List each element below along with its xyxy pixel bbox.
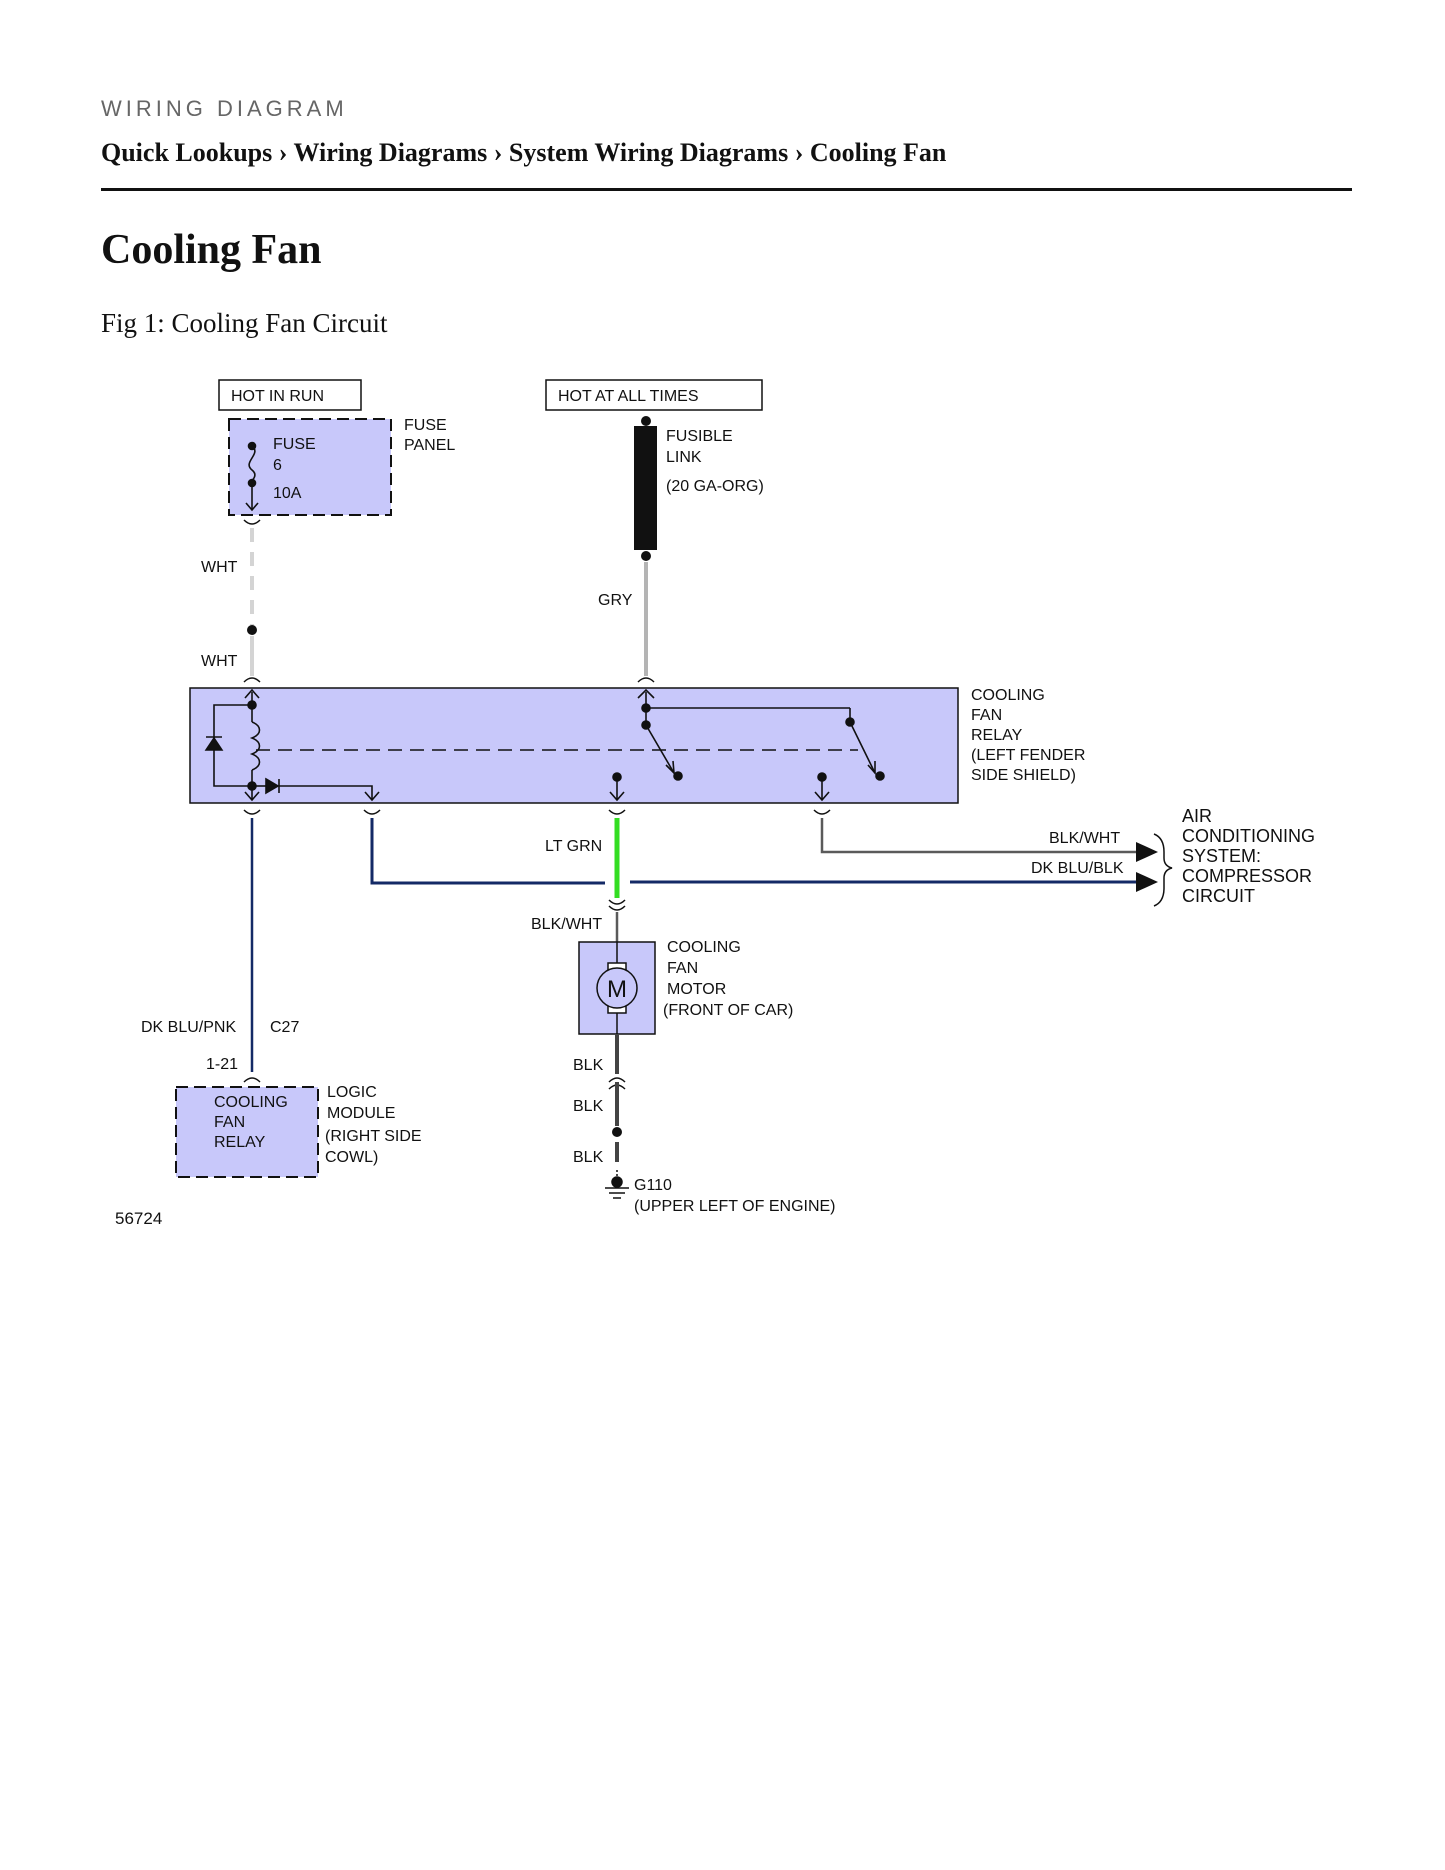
logic-module-label-line1: LOGIC (327, 1084, 377, 1101)
relay-label-line5: SIDE SHIELD) (971, 767, 1076, 784)
wire-label-dk-blu-pnk: DK BLU/PNK (141, 1019, 236, 1036)
connector-relay-out-3 (608, 809, 626, 815)
connector-relay-out-2 (363, 809, 381, 815)
connector-logic-module (243, 1077, 261, 1083)
breadcrumb: Quick Lookups › Wiring Diagrams › System… (101, 138, 946, 168)
fusible-link-label-line2: LINK (666, 449, 702, 466)
ac-label-line4: COMPRESSOR (1182, 866, 1312, 886)
arrow-blk-wht (1136, 842, 1158, 862)
hot-in-run-box (218, 379, 362, 411)
page-kicker: WIRING DIAGRAM (101, 96, 348, 121)
cooling-fan-relay-box (189, 687, 959, 804)
connector-relay-out-1 (243, 809, 261, 815)
splice-node-wht (247, 625, 257, 635)
ac-system-brace (1153, 833, 1173, 907)
logic-module-box-line1: COOLING (214, 1094, 288, 1111)
figure-caption: Fig 1: Cooling Fan Circuit (101, 308, 388, 338)
fuse-label-line2: 6 (273, 457, 282, 474)
motor-label-line3: MOTOR (667, 981, 726, 998)
relay-label-line3: RELAY (971, 727, 1023, 744)
wire-blk-wht-ac (820, 818, 1136, 854)
wire-dk-blu-blk-left (370, 818, 605, 885)
wire-label-lt-grn: LT GRN (545, 838, 602, 855)
fusible-link-top-node (641, 416, 651, 426)
breadcrumb-separator: › (493, 138, 503, 167)
wire-label-blk-1: BLK (573, 1057, 604, 1074)
suppression-diode-icon (204, 736, 224, 751)
arrow-dk-blu-blk (1136, 872, 1158, 892)
breadcrumb-separator: › (794, 138, 804, 167)
fuse-panel-box (228, 418, 392, 516)
motor-label-line4: (FRONT OF CAR) (663, 1002, 793, 1019)
connector-motor-in-a (608, 899, 626, 905)
relay-label-line4: (LEFT FENDER (971, 747, 1085, 764)
fuse-panel-label-line2: PANEL (404, 437, 455, 454)
ground-icon (605, 1170, 629, 1199)
logic-module-label-line3: (RIGHT SIDE (325, 1128, 422, 1145)
page-title: Cooling Fan (101, 227, 322, 273)
fuse-panel-label-line1: FUSE (404, 417, 447, 434)
splice-node-blk (612, 1127, 622, 1137)
fusible-link-bottom-node (641, 551, 651, 561)
fusible-link-icon (634, 426, 657, 550)
breadcrumb-cooling-fan[interactable]: Cooling Fan (809, 138, 947, 167)
motor-symbol: M (607, 976, 627, 1003)
connector-ground-a (608, 1077, 626, 1083)
ac-label-line3: SYSTEM: (1182, 846, 1261, 866)
connector-motor-in-b (608, 905, 626, 911)
logic-module-label-line4: COWL) (325, 1149, 378, 1166)
wire-label-blk-3: BLK (573, 1149, 604, 1166)
logic-module-label-line2: MODULE (327, 1105, 395, 1122)
ac-label-line5: CIRCUIT (1182, 886, 1255, 906)
breadcrumb-separator: › (278, 138, 288, 167)
wire-label-gry: GRY (598, 592, 633, 609)
fuse-label-line1: FUSE (273, 436, 316, 453)
logic-module-box (175, 1086, 319, 1178)
connector-relay-in-left (243, 677, 261, 683)
hot-at-all-times-box (545, 379, 763, 411)
ground-location-label: (UPPER LEFT OF ENGINE) (634, 1198, 836, 1215)
connector-pin-label: 1-21 (206, 1056, 238, 1073)
breadcrumb-wiring-diagrams[interactable]: Wiring Diagrams (293, 138, 488, 167)
wire-label-blk-wht-motor: BLK/WHT (531, 916, 602, 933)
wire-label-wht-1: WHT (201, 559, 238, 576)
wire-label-dk-blu-blk: DK BLU/BLK (1031, 860, 1124, 877)
connector-label-c27: C27 (270, 1019, 299, 1036)
hot-at-all-times-label: HOT AT ALL TIMES (558, 388, 699, 405)
motor-label-line2: FAN (667, 960, 698, 977)
fusible-link-label-line1: FUSIBLE (666, 428, 733, 445)
breadcrumb-quick-lookups[interactable]: Quick Lookups (101, 138, 273, 167)
relay-label-line2: FAN (971, 707, 1002, 724)
fuse-label-line3: 10A (273, 485, 302, 502)
figure-number: 56724 (115, 1209, 162, 1228)
wire-label-wht-2: WHT (201, 653, 238, 670)
ac-label-line1: AIR (1182, 806, 1212, 826)
relay-switch-icon (609, 688, 885, 802)
motor-label-line1: COOLING (667, 939, 741, 956)
wire-label-blk-2: BLK (573, 1098, 604, 1115)
motor-icon (596, 942, 638, 1034)
relay-label-line1: COOLING (971, 687, 1045, 704)
logic-module-box-line3: RELAY (214, 1134, 266, 1151)
fuse-icon (245, 441, 259, 512)
fusible-link-label-line3: (20 GA-ORG) (666, 478, 764, 495)
connector-fuse-out (243, 519, 261, 525)
hot-in-run-label: HOT IN RUN (231, 388, 324, 405)
wire-label-blk-wht-ac: BLK/WHT (1049, 830, 1120, 847)
ground-id-label: G110 (634, 1177, 672, 1194)
breadcrumb-system-wiring-diagrams[interactable]: System Wiring Diagrams (508, 138, 789, 167)
logic-module-box-line2: FAN (214, 1114, 245, 1131)
header-divider (101, 188, 1352, 191)
ac-label-line2: CONDITIONING (1182, 826, 1315, 846)
connector-relay-in-right (637, 677, 655, 683)
isolation-diode-icon (252, 777, 380, 802)
connector-relay-out-4 (813, 809, 831, 815)
